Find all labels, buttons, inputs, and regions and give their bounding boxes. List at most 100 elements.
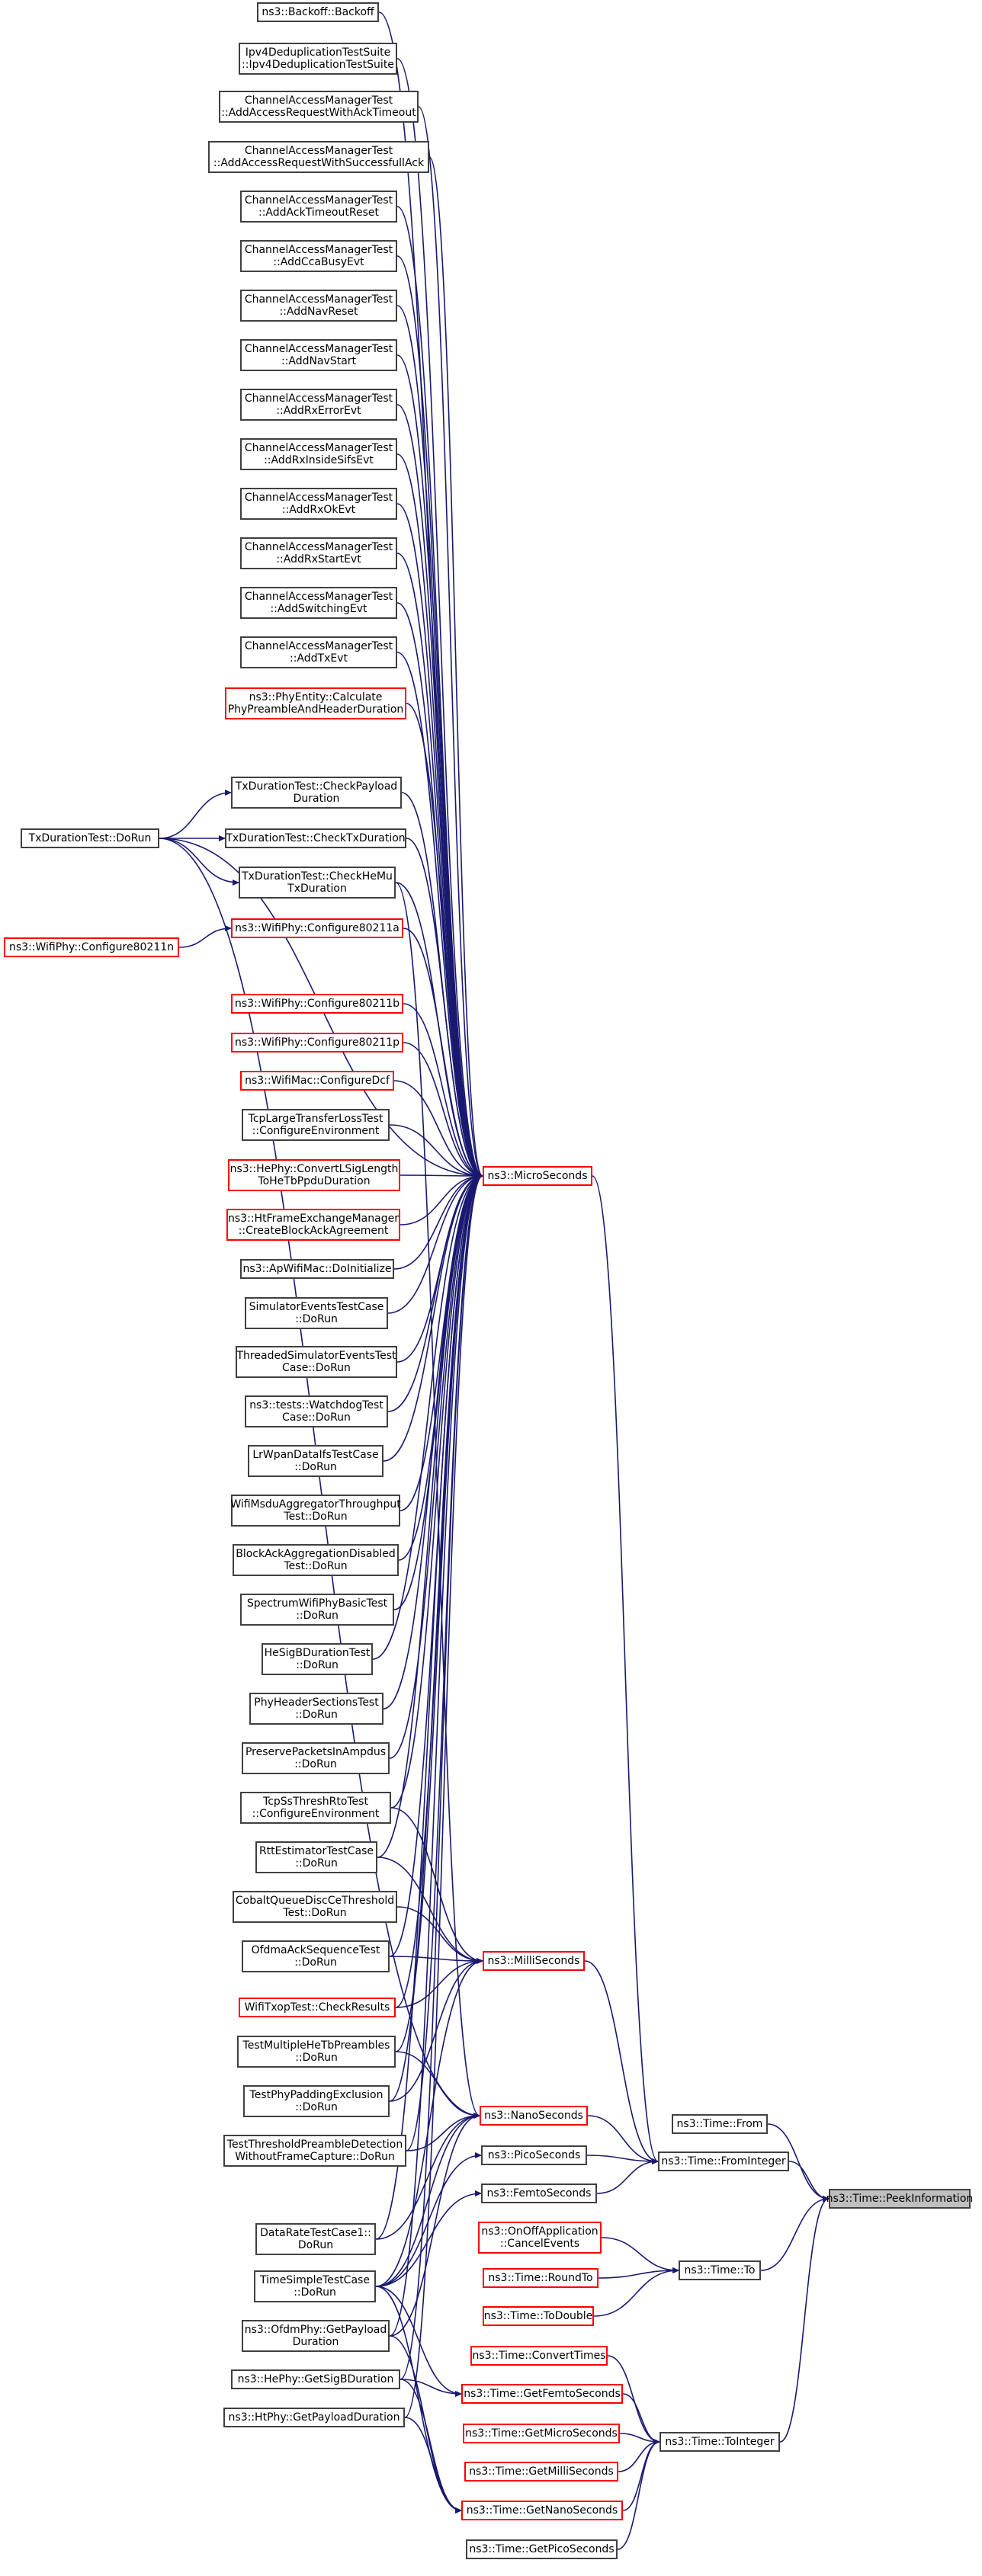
edge-timesimple-to-milli	[375, 1958, 483, 2287]
node-milli-seconds[interactable]: ns3::MilliSeconds	[483, 1951, 585, 1971]
node-wifi-txop-check-results[interactable]: WifiTxopTest::CheckResults	[239, 1998, 396, 2017]
edge-onoff-to-to	[601, 2237, 679, 2273]
node-get-micro-seconds[interactable]: ns3::Time::GetMicroSeconds	[463, 2424, 620, 2443]
node-time-to-double[interactable]: ns3::Time::ToDouble	[483, 2306, 594, 2326]
edge-getpico-to-toint	[617, 2439, 660, 2550]
node-cam-test-tx[interactable]: ChannelAccessManagerTest::AddTxEvt	[240, 636, 397, 668]
edge-fromint-to-root	[788, 2161, 830, 2202]
node-cam-test-ack-timeout[interactable]: ChannelAccessManagerTest::AddAccessReque…	[219, 91, 419, 123]
node-cam-test-rx-error[interactable]: ChannelAccessManagerTest::AddRxErrorEvt	[240, 389, 397, 421]
node-htphy-payload-duration[interactable]: ns3::HtPhy::GetPayloadDuration	[223, 2408, 405, 2427]
node-spectrum-wifiphy-test[interactable]: SpectrumWifiPhyBasicTest::DoRun	[240, 1594, 394, 1626]
node-configure-dcf[interactable]: ns3::WifiMac::ConfigureDcf	[240, 1071, 394, 1091]
edge-txdrun-to-txdchm	[159, 838, 239, 886]
node-nano-seconds[interactable]: ns3::NanoSeconds	[480, 2106, 588, 2126]
node-backoff[interactable]: ns3::Backoff::Backoff	[257, 2, 379, 22]
edge-hephysigb-to-micro	[400, 1173, 483, 2380]
node-cam-test-cca-busy[interactable]: ChannelAccessManagerTest::AddCcaBusyEvt	[240, 240, 397, 272]
node-configure-80211a[interactable]: ns3::WifiPhy::Configure80211a	[231, 918, 403, 938]
node-configure-80211n[interactable]: ns3::WifiPhy::Configure80211n	[4, 937, 179, 957]
node-get-femto-seconds[interactable]: ns3::Time::GetFemtoSeconds	[461, 2384, 623, 2404]
edge-tphypad-to-micro	[389, 1173, 483, 2102]
node-simulator-events-test[interactable]: SimulatorEventsTestCase::DoRun	[245, 1297, 388, 1329]
edge-femto-to-fromint	[596, 2158, 659, 2194]
node-get-nano-seconds[interactable]: ns3::Time::GetNanoSeconds	[461, 2501, 623, 2520]
node-time-convert-times[interactable]: ns3::Time::ConvertTimes	[470, 2346, 608, 2366]
node-femto-seconds[interactable]: ns3::FemtoSeconds	[481, 2184, 597, 2203]
edge-micro-to-fromint	[592, 1175, 659, 2164]
node-time-from[interactable]: ns3::Time::From	[672, 2114, 768, 2134]
node-ofdma-ack-sequence-test[interactable]: OfdmaAckSequenceTest::DoRun	[242, 1940, 390, 1972]
node-cam-test-rx-start[interactable]: ChannelAccessManagerTest::AddRxStartEvt	[240, 537, 397, 569]
edge-ipv4dedup-to-micro	[396, 58, 483, 1179]
node-pico-seconds[interactable]: ns3::PicoSeconds	[481, 2145, 587, 2165]
node-datarate-test[interactable]: DataRateTestCase1::DoRun	[255, 2223, 376, 2255]
node-time-round-to[interactable]: ns3::Time::RoundTo	[483, 2268, 599, 2288]
node-preserve-packets-test[interactable]: PreservePacketsInAmpdus::DoRun	[242, 1742, 390, 1774]
node-hephy-sigb-duration[interactable]: ns3::HePhy::GetSigBDuration	[231, 2369, 400, 2389]
edge-camt7-to-micro	[396, 404, 483, 1179]
node-lrwpan-ifs-test[interactable]: LrWpanDataIfsTestCase::DoRun	[248, 1445, 383, 1477]
node-ipv4-dedup-test-suite[interactable]: Ipv4DeduplicationTestSuite::Ipv4Deduplic…	[239, 43, 397, 75]
node-htfem-block-ack[interactable]: ns3::HtFrameExchangeManager::CreateBlock…	[226, 1209, 400, 1241]
edge-to-to-root	[760, 2196, 830, 2271]
edge-nano-to-fromint	[587, 2115, 659, 2164]
node-get-pico-seconds[interactable]: ns3::Time::GetPicoSeconds	[466, 2539, 618, 2559]
node-onoff-cancel-events[interactable]: ns3::OnOffApplication::CancelEvents	[478, 2222, 602, 2254]
node-cam-test-ack-timeout-reset[interactable]: ChannelAccessManagerTest::AddAckTimeoutR…	[240, 191, 397, 223]
edge-getnano-to-toint	[622, 2439, 660, 2511]
node-test-phy-padding[interactable]: TestPhyPaddingExclusion::DoRun	[243, 2085, 390, 2117]
node-cam-test-nav-reset[interactable]: ChannelAccessManagerTest::AddNavReset	[240, 290, 397, 322]
node-cam-test-switching[interactable]: ChannelAccessManagerTest::AddSwitchingEv…	[240, 587, 397, 619]
node-txduration-dorun[interactable]: TxDurationTest::DoRun	[21, 828, 159, 848]
node-tcp-ssthresh-rto-test[interactable]: TcpSsThreshRtoTest::ConfigureEnvironment	[240, 1792, 391, 1824]
node-cam-test-nav-start[interactable]: ChannelAccessManagerTest::AddNavStart	[240, 339, 397, 371]
edge-camt9-to-micro	[396, 503, 483, 1179]
node-cam-test-successfull-ack[interactable]: ChannelAccessManagerTest::AddAccessReque…	[208, 141, 429, 173]
node-rtt-estimator-test[interactable]: RttEstimatorTestCase::DoRun	[255, 1841, 377, 1873]
node-micro-seconds[interactable]: ns3::MicroSeconds	[483, 1166, 592, 1186]
edge-camt12-to-micro	[396, 652, 483, 1179]
edge-ofdmphy-to-micro	[389, 1173, 483, 2337]
edge-camt2-to-micro	[428, 156, 483, 1179]
node-cam-test-rx-inside-sifs[interactable]: ChannelAccessManagerTest::AddRxInsideSif…	[240, 438, 397, 470]
edge-timesimple-to-nano	[375, 2113, 480, 2287]
edge-hephyconv-to-micro	[400, 1172, 483, 1179]
node-cam-test-rx-ok[interactable]: ChannelAccessManagerTest::AddRxOkEvt	[240, 488, 397, 520]
node-get-milli-seconds[interactable]: ns3::Time::GetMilliSeconds	[464, 2462, 618, 2481]
edge-ofdmaack-to-milli	[389, 1956, 483, 1964]
node-time-to-integer[interactable]: ns3::Time::ToInteger	[659, 2432, 780, 2452]
edge-txdrun-to-txdcp	[159, 790, 232, 839]
edge-cfg11n-to-cfg11a	[178, 925, 232, 948]
node-configure-80211b[interactable]: ns3::WifiPhy::Configure80211b	[231, 994, 403, 1014]
edge-milli-to-fromint	[584, 1960, 659, 2164]
edge-phyheader-to-micro	[383, 1173, 483, 1709]
edge-camt1-to-micro	[418, 106, 483, 1179]
node-test-multiple-hetb[interactable]: TestMultipleHeTbPreambles::DoRun	[237, 2036, 396, 2068]
node-hesigb-duration-test[interactable]: HeSigBDurationTest::DoRun	[262, 1643, 373, 1675]
node-txduration-check-txduration[interactable]: TxDurationTest::CheckTxDuration	[225, 828, 406, 848]
edge-hephysigb-to-getfemto	[400, 2379, 462, 2397]
node-configure-80211p[interactable]: ns3::WifiPhy::Configure80211p	[231, 1033, 403, 1053]
node-time-to[interactable]: ns3::Time::To	[679, 2260, 761, 2280]
node-time-from-integer[interactable]: ns3::Time::FromInteger	[658, 2151, 789, 2171]
node-time-simple-test[interactable]: TimeSimpleTestCase::DoRun	[254, 2270, 376, 2302]
node-tcp-large-transfer[interactable]: TcpLargeTransferLossTest::ConfigureEnvir…	[242, 1109, 390, 1141]
node-apwifimac-doinitialize[interactable]: ns3::ApWifiMac::DoInitialize	[240, 1259, 394, 1279]
edge-specwifi-to-micro	[393, 1173, 483, 1610]
edge-simevt-to-micro	[387, 1173, 483, 1314]
node-phy-header-sections-test[interactable]: PhyHeaderSectionsTest::DoRun	[249, 1693, 383, 1725]
